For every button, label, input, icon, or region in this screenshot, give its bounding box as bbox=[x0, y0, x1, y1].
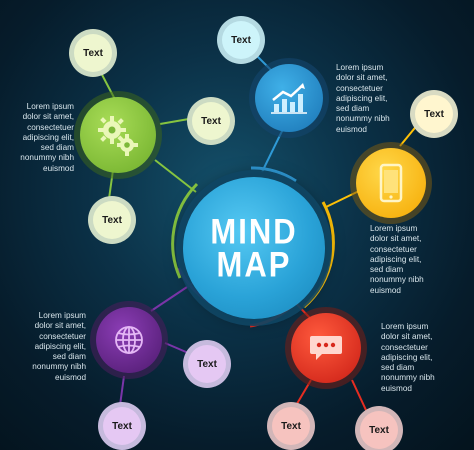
link-cyan-center bbox=[261, 126, 285, 173]
link-purple-center bbox=[150, 280, 197, 312]
text-bubble-red-right[interactable]: Text bbox=[355, 406, 403, 450]
center-arc-yellow bbox=[303, 201, 335, 309]
link-yellow-center bbox=[325, 190, 360, 208]
node-red[interactable] bbox=[291, 313, 361, 383]
link-green-center bbox=[154, 159, 197, 193]
node-green[interactable] bbox=[80, 97, 156, 173]
smartphone-icon bbox=[379, 163, 403, 203]
center-arc-green bbox=[171, 182, 199, 279]
globe-icon bbox=[115, 326, 143, 354]
node-cyan[interactable] bbox=[255, 64, 323, 132]
center-title-line2: MAP bbox=[216, 244, 292, 285]
chat-bubble-icon bbox=[310, 336, 342, 360]
node-yellow[interactable] bbox=[356, 148, 426, 218]
central-node[interactable]: MIND MAP bbox=[183, 177, 325, 319]
center-title-line1: MIND bbox=[210, 211, 298, 252]
text-bubble-red-left[interactable]: Text bbox=[267, 402, 315, 450]
node-purple[interactable] bbox=[96, 307, 162, 373]
gears-icon bbox=[98, 116, 138, 156]
center-arc-cyan bbox=[250, 166, 297, 183]
text-bubble-green-bottom[interactable]: Text bbox=[88, 196, 136, 244]
text-bubble-green-right[interactable]: Text bbox=[187, 97, 235, 145]
bar-chart-icon bbox=[271, 83, 307, 114]
text-bubble-green-top[interactable]: Text bbox=[69, 29, 117, 77]
text-bubble-yellow[interactable]: Text bbox=[410, 90, 458, 138]
text-bubble-cyan[interactable]: Text bbox=[217, 16, 265, 64]
text-bubble-purple-right[interactable]: Text bbox=[183, 340, 231, 388]
text-bubble-purple-bottom[interactable]: Text bbox=[98, 402, 146, 450]
